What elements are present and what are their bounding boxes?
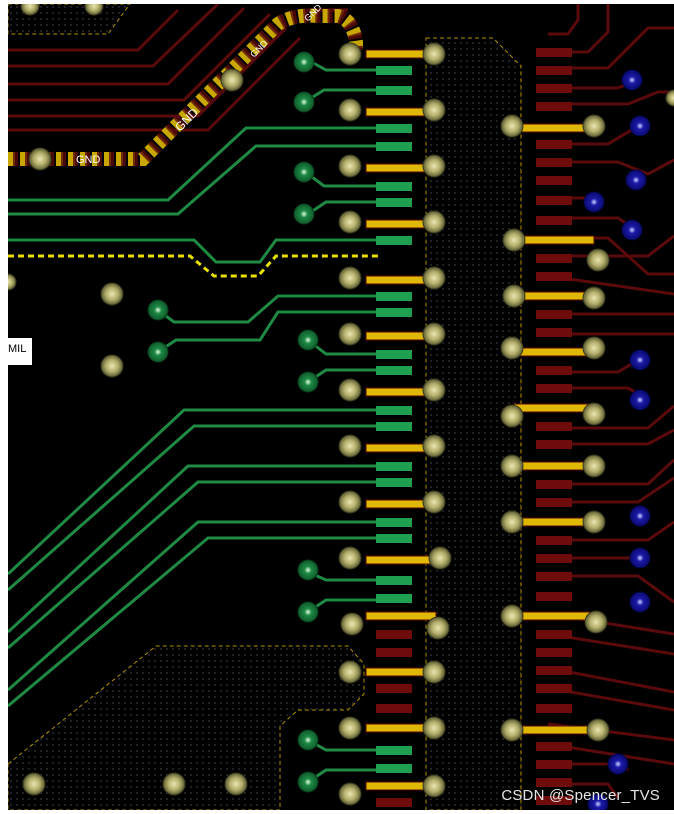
green-trace-bundle: [8, 58, 378, 784]
mil-unit-label: MIL: [8, 338, 32, 365]
copper-pour-bottom-left: [8, 645, 365, 810]
gnd-plane-outline: [8, 8, 363, 166]
pcb-board: GND GND GND GND: [8, 4, 674, 810]
watermark: CSDN @Spencer_TVS: [501, 787, 660, 804]
red-pad-column-center: [376, 630, 412, 807]
red-pad-column-right: [536, 48, 572, 805]
green-vias: [147, 51, 319, 793]
yellow-dashed-trace: [8, 254, 378, 278]
olive-vias: [8, 4, 674, 806]
copper-pour-center: [425, 37, 522, 810]
red-trace-bundle-top-left: [8, 4, 348, 132]
gnd-label-left: GND: [76, 154, 101, 166]
blue-vias: [583, 69, 651, 810]
green-pad-column: [376, 66, 412, 773]
